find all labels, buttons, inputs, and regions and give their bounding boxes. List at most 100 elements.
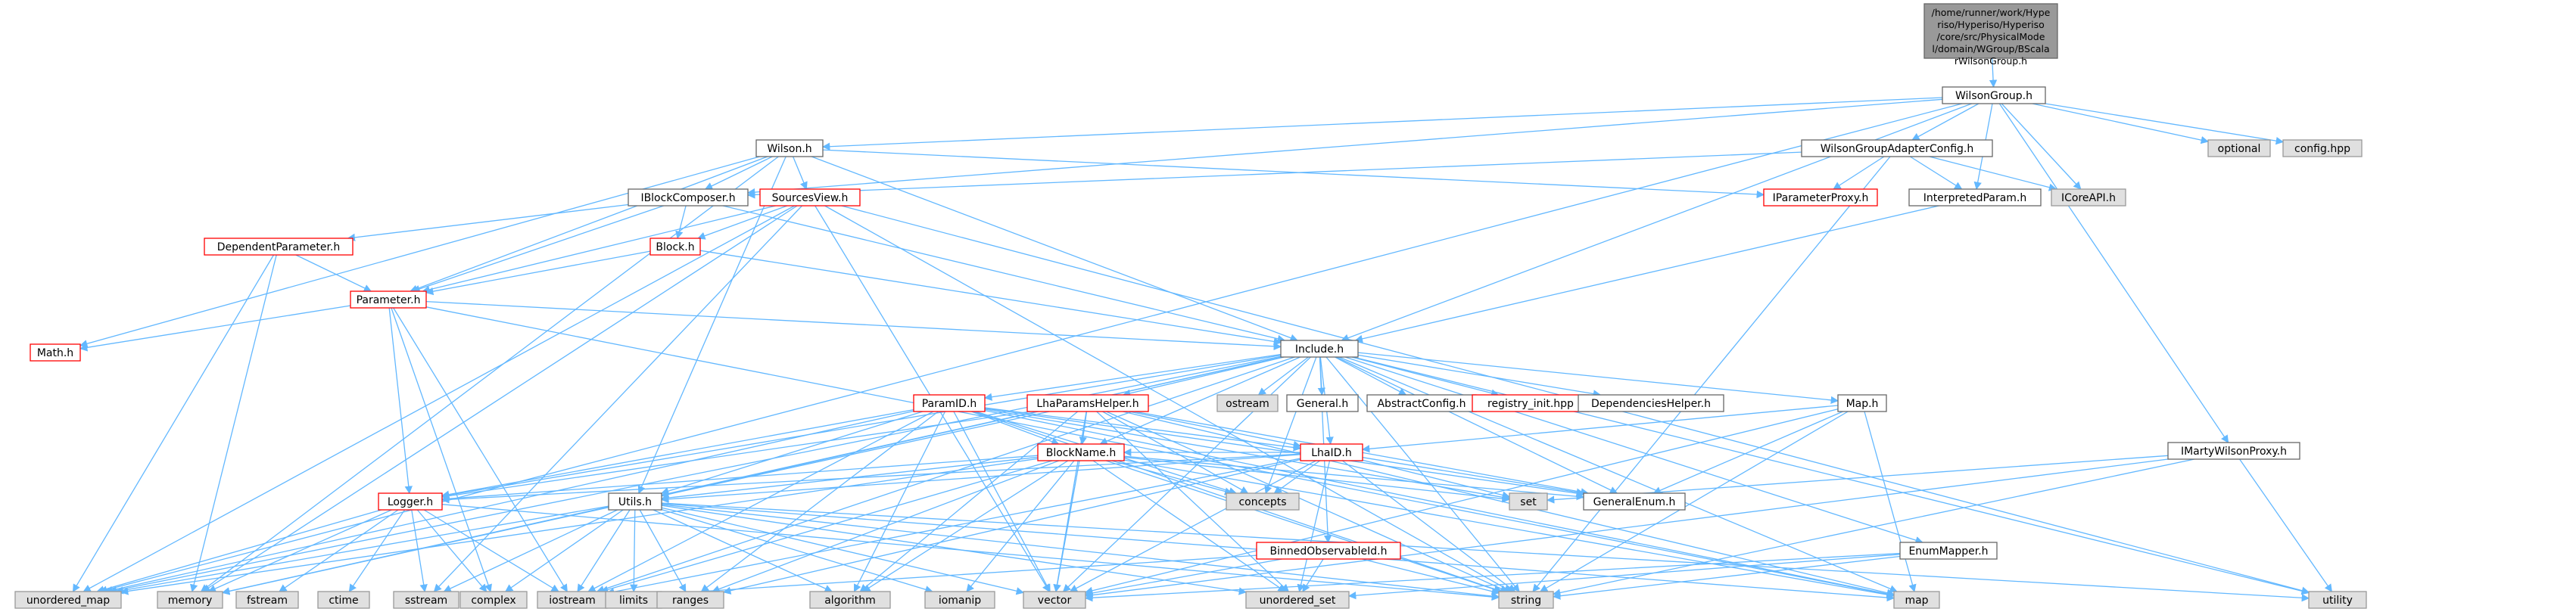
node-label: Include.h xyxy=(1295,343,1344,356)
node-parameter[interactable]: Parameter.h xyxy=(350,290,427,309)
node-algorithm[interactable]: algorithm xyxy=(809,591,891,609)
node-sstream[interactable]: sstream xyxy=(393,591,459,609)
node-box xyxy=(2308,591,2367,609)
edge-BinnedObservableId-to-iostream xyxy=(606,554,1257,601)
node-utils[interactable]: Utils.h xyxy=(608,492,662,511)
node-lha-params-helper[interactable]: LhaParamsHelper.h xyxy=(1026,394,1149,412)
edge-SourcesView-to-sstream xyxy=(433,205,802,592)
node-box xyxy=(1300,443,1363,461)
node-param-id[interactable]: ParamID.h xyxy=(913,394,986,412)
node-label: Math.h xyxy=(37,347,73,359)
node-optional[interactable]: optional xyxy=(2207,139,2271,157)
node-label: concepts xyxy=(1238,496,1286,508)
node-label: config.hpp xyxy=(2294,143,2350,155)
node-general[interactable]: General.h xyxy=(1286,394,1359,412)
edge-SourcesView-to-Block xyxy=(697,205,788,240)
node-iostream[interactable]: iostream xyxy=(537,591,608,609)
node-ostream[interactable]: ostream xyxy=(1216,394,1279,412)
edge-BlockName-to-iomanip xyxy=(966,460,1075,592)
node-confighpp[interactable]: config.hpp xyxy=(2282,139,2363,157)
node-enum-mapper[interactable]: EnumMapper.h xyxy=(1899,542,1998,560)
node-vector[interactable]: vector xyxy=(1023,591,1086,609)
node-block[interactable]: Block.h xyxy=(649,238,701,256)
node-set[interactable]: set xyxy=(1509,492,1548,511)
node-label: string xyxy=(1511,595,1541,607)
node-icore-api[interactable]: ICoreAPI.h xyxy=(2051,188,2126,207)
edge-Utils-to-utility xyxy=(661,502,2310,602)
node-map[interactable]: map xyxy=(1893,591,1940,609)
node-label: memory xyxy=(168,595,213,607)
node-math[interactable]: Math.h xyxy=(30,343,81,362)
node-box xyxy=(628,188,749,207)
node-box xyxy=(1280,340,1359,358)
node-label: ostream xyxy=(1226,398,1269,410)
node-imarty-wilson-proxy[interactable]: IMartyWilsonProxy.h xyxy=(2167,442,2300,460)
node-wilson[interactable]: Wilson.h xyxy=(755,139,824,157)
node-abstract-config[interactable]: AbstractConfig.h xyxy=(1366,394,1477,412)
node-map[interactable]: Map.h xyxy=(1837,394,1887,412)
edge-Wilson-to-SourcesView xyxy=(792,156,808,190)
node-include[interactable]: Include.h xyxy=(1280,340,1359,358)
node-box xyxy=(1923,3,2058,59)
node-limits[interactable]: limits xyxy=(605,591,662,609)
edge-LhaParamsHelper-to-LhaID xyxy=(1129,411,1302,449)
node-unordered-set[interactable]: unordered_set xyxy=(1245,591,1350,609)
node-box xyxy=(204,238,354,256)
node-label: Map.h xyxy=(1846,398,1879,410)
node-string[interactable]: string xyxy=(1498,591,1554,609)
node-logger[interactable]: Logger.h xyxy=(378,492,443,511)
node-lha-id[interactable]: LhaID.h xyxy=(1300,443,1363,461)
edge-WilsonGroup-to-ICoreAPI xyxy=(2001,103,2082,190)
node-box xyxy=(913,394,986,412)
edge-Include-to-DependenciesHelper xyxy=(1357,354,1602,398)
node-wilson-group[interactable]: WilsonGroup.h xyxy=(1942,86,2046,104)
edge-ParamID-to-vector xyxy=(953,411,1051,592)
node-wgaconfig[interactable]: WilsonGroupAdapterConfig.h xyxy=(1801,139,1993,157)
edge-ParamID-to-BlockName xyxy=(971,411,1060,446)
edge-Parameter-to-Include xyxy=(425,300,1282,350)
node-box xyxy=(14,591,122,609)
node-box xyxy=(656,591,724,609)
node-dependencies-helper[interactable]: DependenciesHelper.h xyxy=(1578,394,1724,412)
node-box xyxy=(317,591,370,609)
edge-ParamID-to-unordered_map xyxy=(104,410,914,595)
edge-Map-to-map xyxy=(1864,411,1917,593)
edge-BlockName-to-map xyxy=(1123,459,1895,599)
node-registry-init[interactable]: registry_init.hpp xyxy=(1472,394,1590,412)
node-label: Block.h xyxy=(656,241,694,253)
node-iomanip[interactable]: iomanip xyxy=(924,591,995,609)
node-iparameter-proxy[interactable]: IParameterProxy.h xyxy=(1763,188,1878,207)
node-box xyxy=(350,290,427,309)
node-complex[interactable]: complex xyxy=(459,591,528,609)
node-label: ICoreAPI.h xyxy=(2061,192,2116,204)
node-fstream[interactable]: fstream xyxy=(235,591,299,609)
node-iblock-composer[interactable]: IBlockComposer.h xyxy=(628,188,749,207)
node-concepts[interactable]: concepts xyxy=(1226,492,1300,511)
edge-Utils-to-unordered_set xyxy=(661,505,1248,595)
edge-WGAConfig-to-InterpretedParam xyxy=(1910,156,1963,190)
node-utility[interactable]: utility xyxy=(2308,591,2367,609)
node-unordered-map[interactable]: unordered_map xyxy=(14,591,122,609)
edge-Parameter-to-complex xyxy=(391,307,492,592)
node-box xyxy=(1899,542,1998,560)
node-memory[interactable]: memory xyxy=(157,591,223,609)
node-binned-observable-id[interactable]: BinnedObservableId.h xyxy=(1256,542,1401,560)
edge-WGAConfig-to-ICoreAPI xyxy=(1929,156,2057,191)
edge-LhaID-to-set xyxy=(1362,459,1511,499)
edge-WilsonGroup-to-IBlockComposer xyxy=(746,98,1943,197)
node-box xyxy=(1498,591,1554,609)
edge-ParamID-to-Logger xyxy=(441,408,914,499)
node-box xyxy=(157,591,223,609)
edge-Utils-to-unordered_map xyxy=(115,505,609,595)
node-sources-view[interactable]: SourcesView.h xyxy=(759,188,861,207)
edge-Utils-to-iostream xyxy=(577,509,631,592)
node-block-name[interactable]: BlockName.h xyxy=(1037,443,1125,461)
node-general-enum[interactable]: GeneralEnum.h xyxy=(1583,492,1686,511)
node-dependent-parameter[interactable]: DependentParameter.h xyxy=(204,238,354,256)
node-ranges[interactable]: ranges xyxy=(656,591,724,609)
edge-InterpretedParam-to-Include xyxy=(1354,205,1939,343)
node-ctime[interactable]: ctime xyxy=(317,591,370,609)
node-interpreted-param[interactable]: InterpretedParam.h xyxy=(1908,188,2042,207)
node-box xyxy=(649,238,701,256)
